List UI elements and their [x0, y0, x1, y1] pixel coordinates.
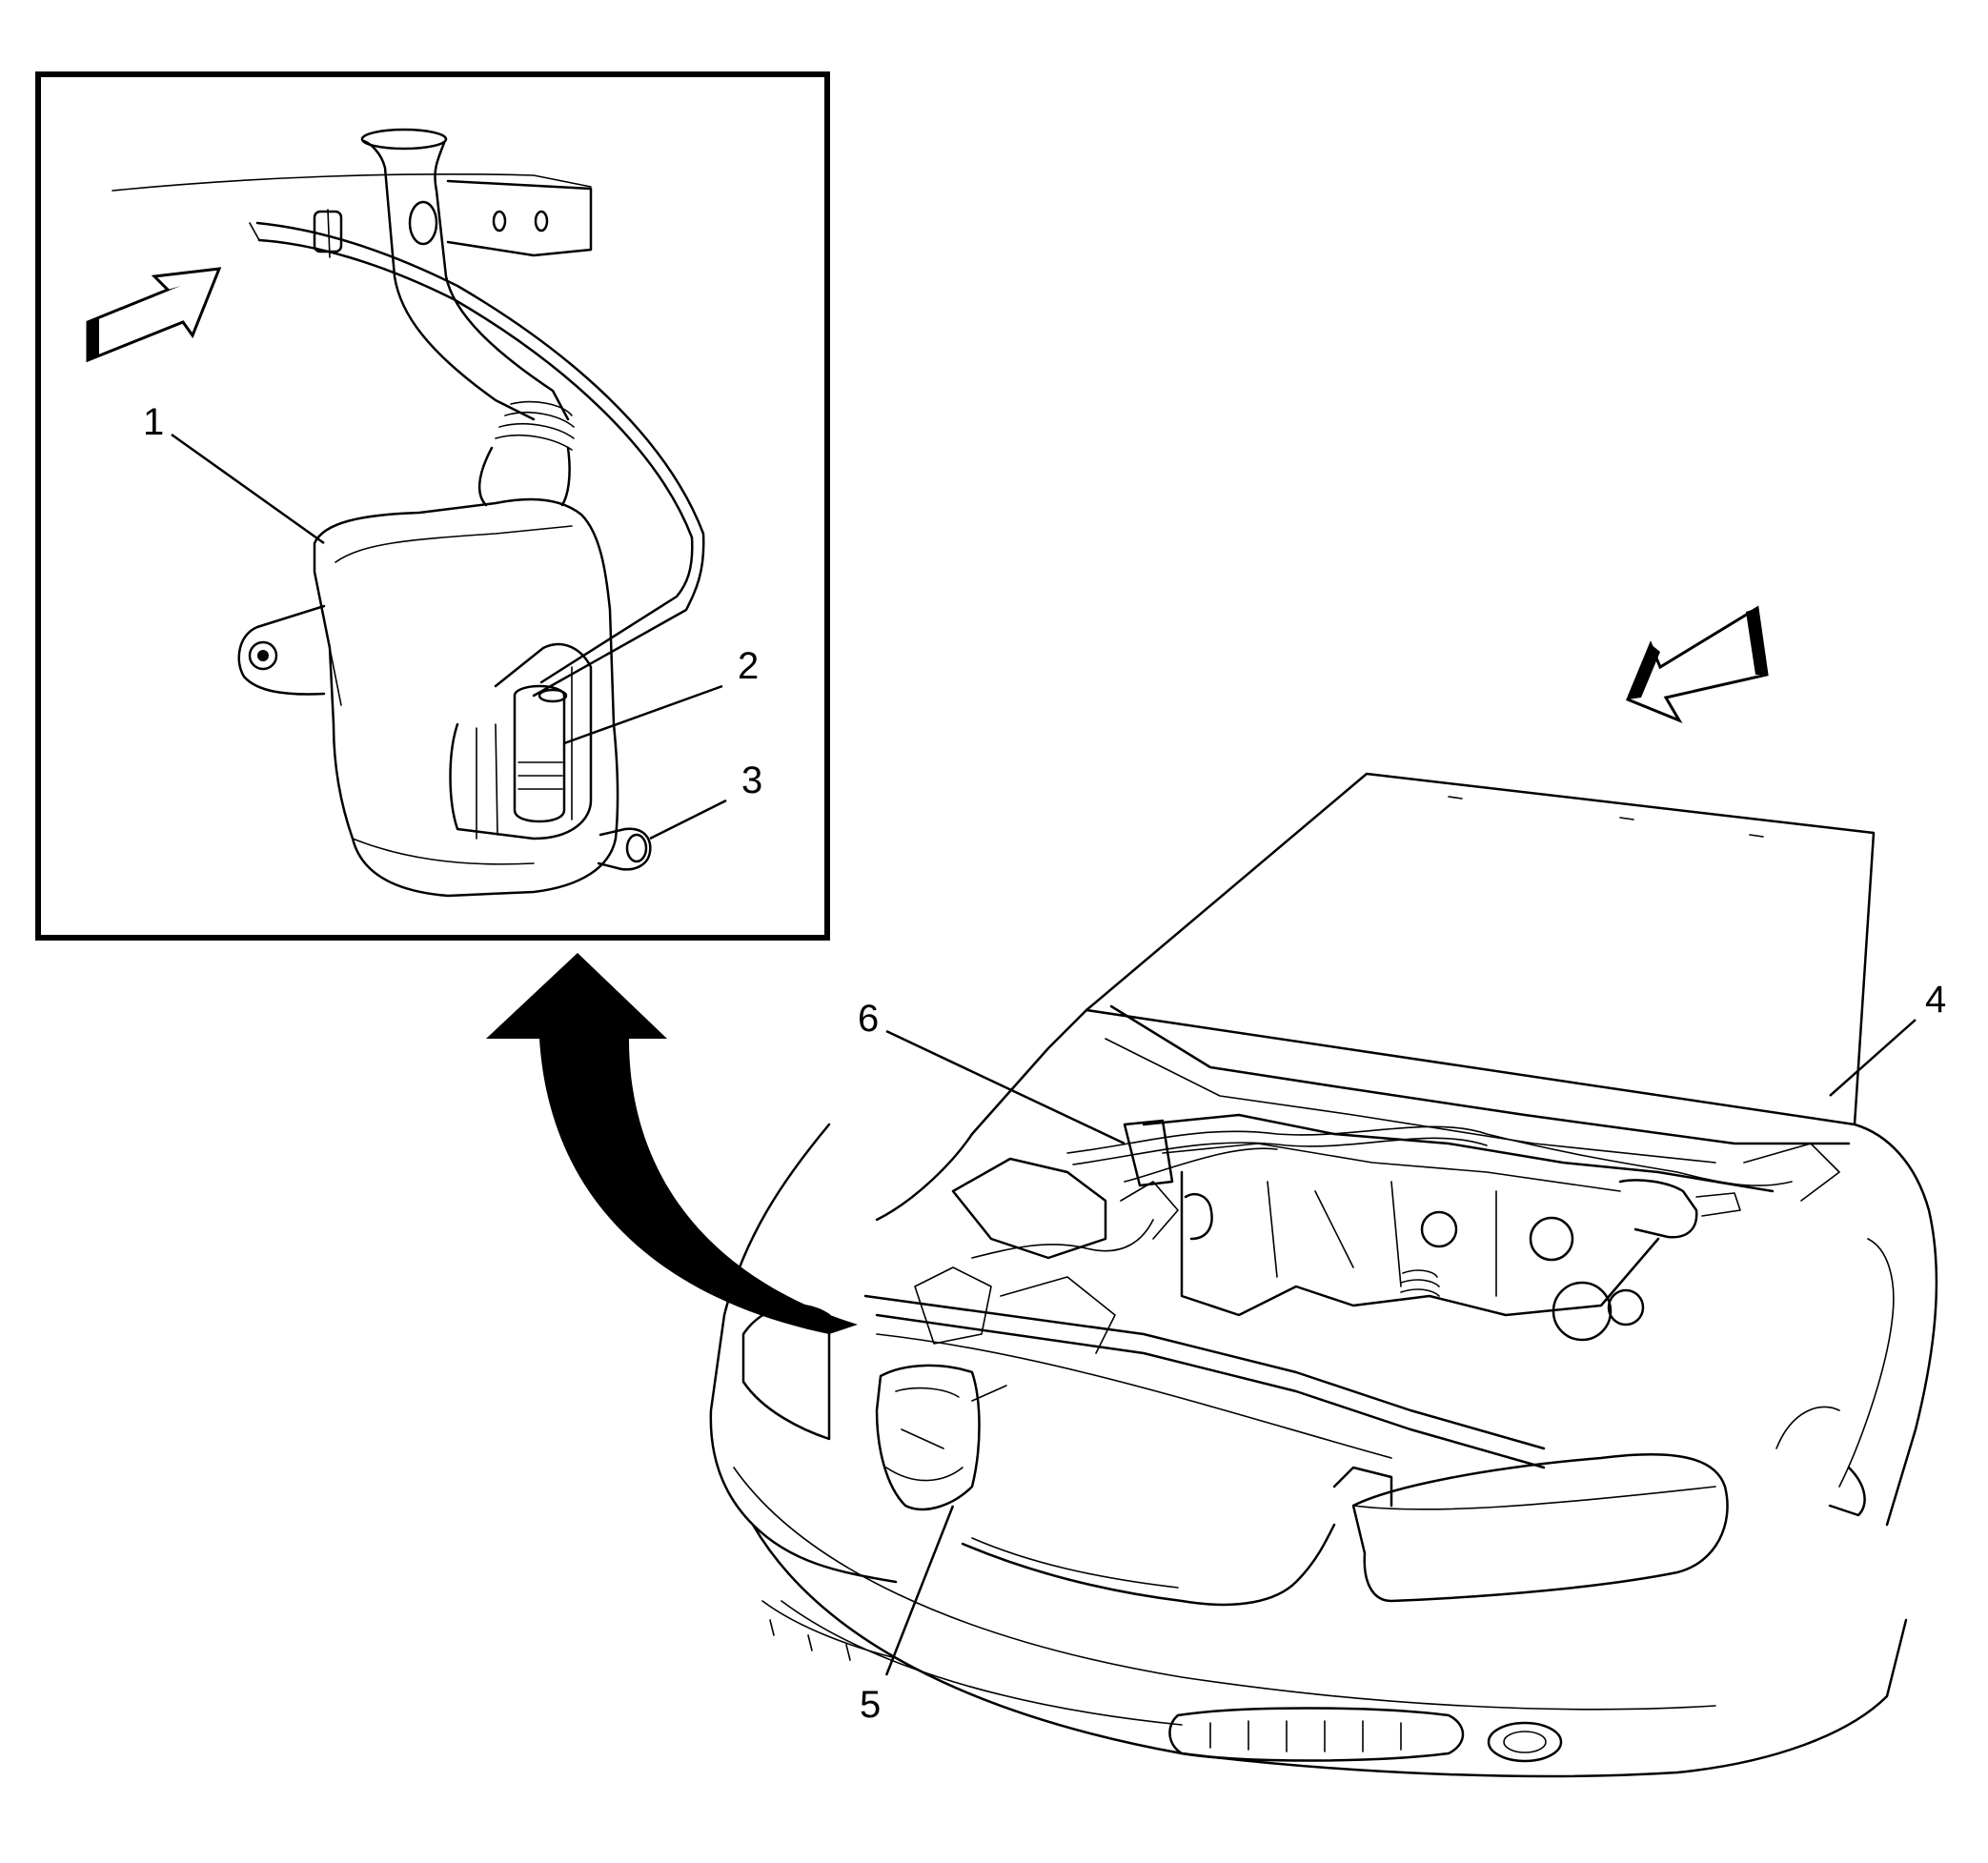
left-fender: [709, 1123, 898, 1584]
fog-lamp: [1487, 1721, 1563, 1763]
vehicle-front-view: [709, 605, 1938, 1778]
right-fender: [1853, 1123, 1938, 1527]
cowl-panel: [875, 1008, 1088, 1222]
front-bumper: [751, 1523, 1908, 1778]
callout-3: 3: [741, 759, 762, 801]
lower-grille: [1168, 1707, 1465, 1762]
leader-2: [563, 684, 723, 745]
level-sensor: [597, 827, 652, 871]
main-direction-arrow-icon: [1626, 605, 1769, 724]
radiator-support: [863, 1294, 1546, 1450]
hood: [1085, 772, 1876, 1126]
leader-4: [1829, 1019, 1917, 1097]
washer-reservoir: [237, 497, 619, 898]
body-reference-line: [112, 172, 592, 192]
callout-5: 5: [860, 1684, 881, 1726]
leader-6: [885, 1029, 1126, 1145]
leader-5: [884, 1505, 955, 1676]
detail-inset: [35, 71, 830, 941]
leader-3: [649, 799, 727, 840]
leader-1: [171, 433, 325, 545]
washer-pump: [513, 684, 568, 823]
grille: [961, 1523, 1336, 1607]
detail-view-arrow-icon: [486, 953, 858, 1334]
callout-6: 6: [858, 998, 879, 1040]
headlamp-left: [741, 1304, 831, 1441]
callout-4: 4: [1925, 979, 1946, 1021]
callout-2: 2: [738, 645, 759, 687]
detail-inset-frame: [35, 71, 830, 941]
headlamp-right: [1351, 1453, 1729, 1603]
callout-1: 1: [143, 401, 164, 443]
forward-direction-arrow-icon: [86, 267, 222, 363]
wiring-harness: [1066, 1125, 1793, 1186]
washer-hose: [249, 209, 705, 698]
filler-neck: [360, 128, 593, 507]
reservoir-in-vehicle: [875, 1364, 1007, 1511]
